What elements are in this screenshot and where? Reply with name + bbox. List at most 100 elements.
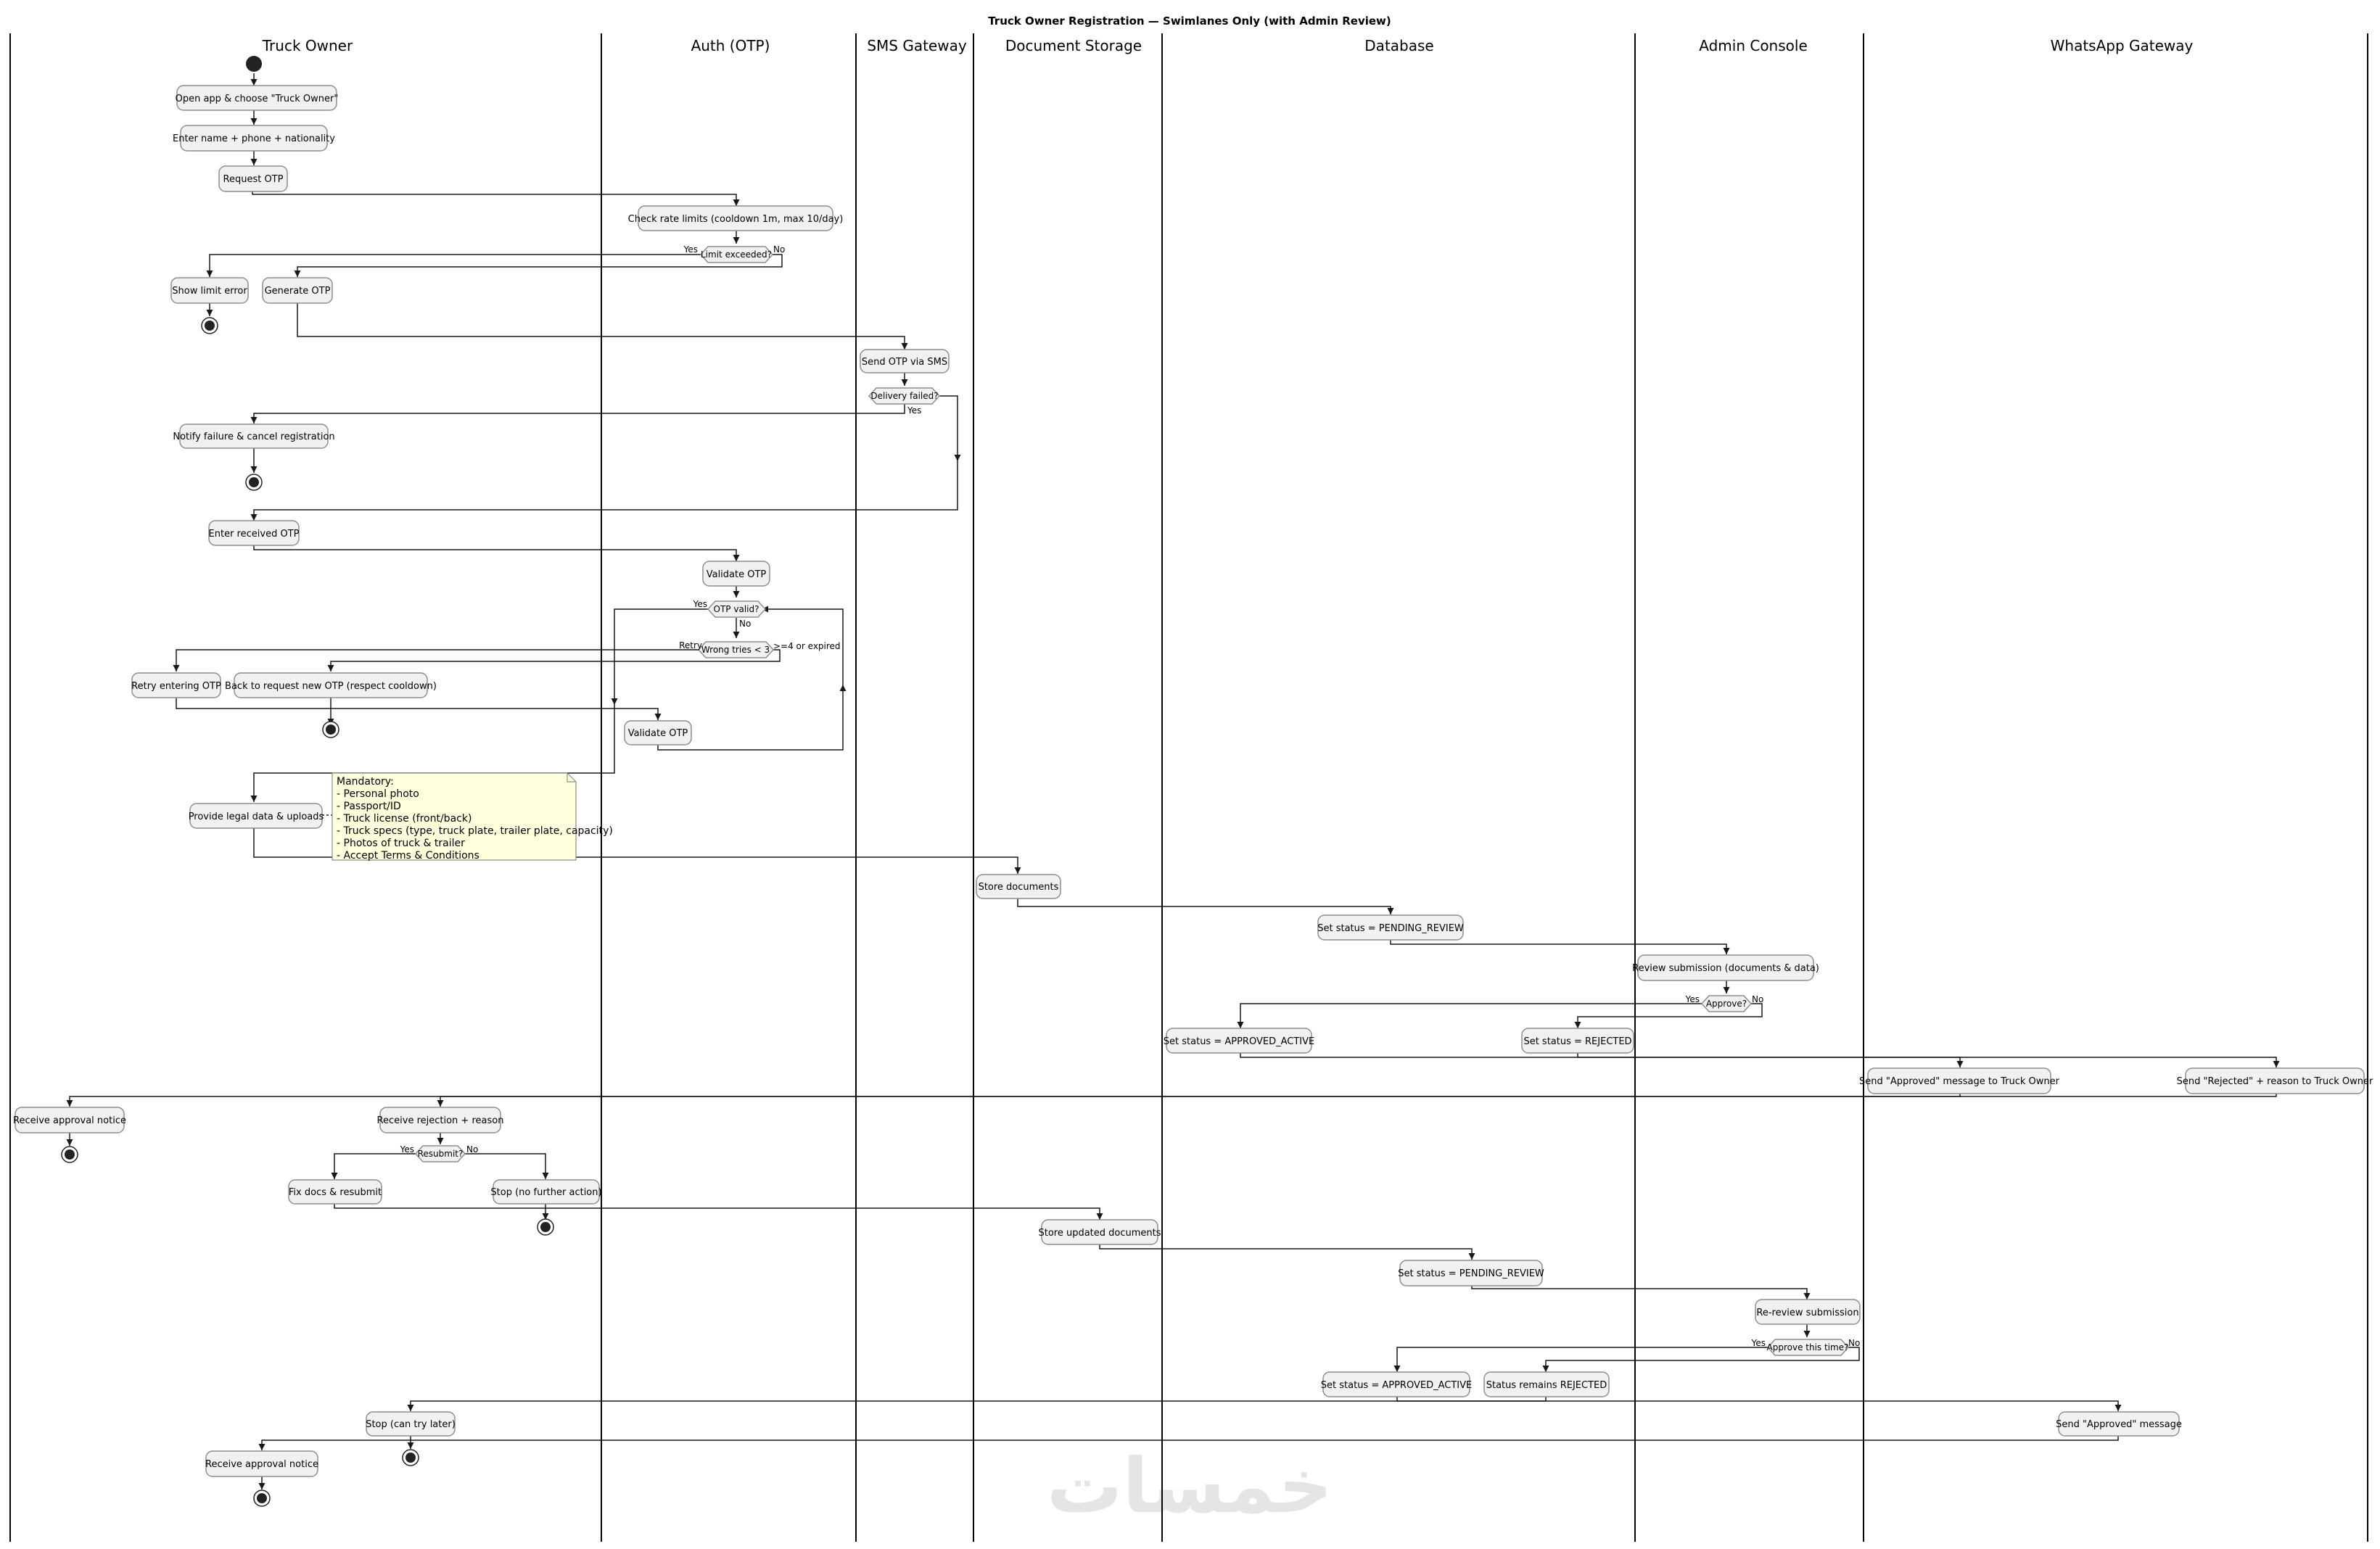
lane-title-auth-otp: Auth (OTP): [691, 37, 770, 54]
node-label: Show limit error: [172, 286, 247, 297]
branch-label-no: No: [773, 244, 785, 255]
branch-label-yes: Yes: [907, 405, 921, 416]
decision-label: OTP valid?: [714, 604, 759, 614]
note-line: - Personal photo: [337, 788, 419, 800]
swimlane-separators: [9, 33, 2368, 1542]
node-label: Provide legal data & uploads: [189, 811, 324, 822]
end-node: [322, 721, 339, 738]
watermark-text: خمسات: [1047, 1442, 1333, 1530]
activity-node-send-rejected-message: Send "Rejected" + reason to Truck Owner: [2177, 1067, 2373, 1094]
activity-node-status-remains-rejected: Status remains REJECTED: [1483, 1371, 1610, 1397]
branch-label-no: No: [1848, 1338, 1860, 1348]
activity-node-retry-entering-otp: Retry entering OTP: [131, 672, 221, 698]
activity-node-validate-otp-second: Validate OTP: [624, 720, 692, 745]
activity-node-generate-otp: Generate OTP: [262, 277, 333, 304]
node-label: Open app & choose "Truck Owner": [176, 94, 339, 104]
node-label: Enter name + phone + nationality: [173, 133, 335, 144]
node-label: Validate OTP: [628, 728, 688, 739]
activity-node-set-pending-review: Set status = PENDING_REVIEW: [1317, 914, 1464, 941]
activity-node-send-approved-message-second: Send "Approved" message: [2056, 1411, 2182, 1437]
decision-limit-exceeded: Limit exceeded?: [699, 246, 774, 263]
branch-labels: Yes No Yes Yes No Retry >=4 or expired Y…: [400, 244, 1861, 1348]
activity-node-provide-legal-data: Provide legal data & uploads: [189, 803, 324, 829]
end-node: [537, 1218, 554, 1236]
node-label: Set status = APPROVED_ACTIVE: [1321, 1380, 1472, 1391]
mandatory-uploads-note: Mandatory: - Personal photo - Passport/I…: [322, 772, 613, 862]
end-node: [61, 1146, 78, 1163]
activity-node-receive-rejection: Receive rejection + reason: [377, 1107, 504, 1133]
branch-label-no: No: [466, 1144, 478, 1154]
lane-title-whatsapp-gateway: WhatsApp Gateway: [2051, 37, 2194, 54]
activity-node-fix-docs-resubmit: Fix docs & resubmit: [288, 1179, 382, 1205]
node-label: Receive rejection + reason: [377, 1115, 504, 1126]
end-node: [245, 474, 263, 491]
activity-node-notify-failure: Notify failure & cancel registration: [173, 424, 335, 449]
decision-label: Wrong tries < 3: [701, 645, 770, 655]
activity-node-re-review-submission: Re-review submission: [1755, 1299, 1861, 1325]
node-label: Send OTP via SMS: [862, 357, 947, 368]
branch-label-no: No: [739, 619, 751, 629]
decision-label: Resubmit?: [418, 1149, 464, 1159]
note-line: - Photos of truck & trailer: [337, 838, 465, 849]
activity-node-set-approved-active-second: Set status = APPROVED_ACTIVE: [1321, 1371, 1472, 1397]
end-node: [253, 1490, 271, 1507]
note-line: - Accept Terms & Conditions: [337, 850, 479, 862]
end-node: [201, 317, 218, 334]
decision-label: Approve?: [1706, 999, 1747, 1009]
note-line: - Truck license (front/back): [337, 813, 472, 825]
activity-node-stop-can-try-later: Stop (can try later): [366, 1411, 456, 1437]
activity-node-enter-name: Enter name + phone + nationality: [173, 125, 335, 152]
node-label: Send "Rejected" + reason to Truck Owner: [2177, 1076, 2373, 1087]
activity-node-request-otp: Request OTP: [218, 165, 288, 192]
node-label: Retry entering OTP: [131, 681, 221, 692]
node-label: Set status = APPROVED_ACTIVE: [1164, 1036, 1314, 1047]
node-label: Receive approval notice: [13, 1115, 126, 1126]
activity-node-validate-otp: Validate OTP: [702, 561, 770, 587]
activity-node-store-updated-documents: Store updated documents: [1038, 1219, 1161, 1245]
lane-title-database: Database: [1364, 37, 1433, 54]
node-label: Status remains REJECTED: [1486, 1380, 1607, 1391]
decision-approve-this-time: Approve this time?: [1767, 1339, 1850, 1356]
node-label: Set status = PENDING_REVIEW: [1317, 923, 1464, 934]
node-label: Notify failure & cancel registration: [173, 431, 334, 442]
node-label: Set status = PENDING_REVIEW: [1398, 1268, 1544, 1279]
activity-node-set-rejected: Set status = REJECTED: [1521, 1028, 1634, 1054]
branch-label-yes: Yes: [1685, 994, 1700, 1004]
node-label: Fix docs & resubmit: [289, 1187, 382, 1198]
decision-resubmit: Resubmit?: [414, 1145, 466, 1162]
node-label: Stop (can try later): [366, 1419, 456, 1430]
activity-node-open-app: Open app & choose "Truck Owner": [176, 85, 339, 111]
decision-wrong-tries: Wrong tries < 3: [697, 641, 775, 658]
activity-node-stop-no-further-action: Stop (no further action): [490, 1179, 602, 1205]
node-label: Receive approval notice: [205, 1459, 318, 1470]
decision-label: Limit exceeded?: [701, 249, 772, 260]
node-label: Validate OTP: [707, 569, 767, 580]
decision-label: Approve this time?: [1767, 1342, 1849, 1352]
branch-label-yes: Yes: [1751, 1338, 1766, 1348]
branch-label-yes: Yes: [400, 1144, 414, 1154]
lane-title-sms-gateway: SMS Gateway: [867, 37, 967, 54]
activity-node-receive-approval-notice: Receive approval notice: [13, 1107, 126, 1133]
node-label: Check rate limits (cooldown 1m, max 10/d…: [628, 214, 844, 225]
branch-label-yes: Yes: [683, 244, 698, 255]
node-label: Review submission (documents & data): [1632, 963, 1819, 974]
activity-node-receive-approval-notice-second: Receive approval notice: [205, 1450, 318, 1477]
node-label: Re-review submission: [1756, 1308, 1858, 1318]
start-node: [246, 56, 262, 72]
node-label: Back to request new OTP (respect cooldow…: [225, 681, 437, 692]
branch-label-yes: Yes: [693, 599, 707, 609]
note-line: Mandatory:: [337, 776, 394, 788]
node-label: Generate OTP: [265, 286, 331, 297]
branch-label-no: No: [1752, 994, 1763, 1004]
start-end-markers: [61, 56, 554, 1507]
node-label: Store documents: [979, 882, 1059, 893]
lane-title-admin-console: Admin Console: [1699, 37, 1808, 54]
branch-label-expired: >=4 or expired: [773, 641, 841, 651]
activity-node-set-pending-review-second: Set status = PENDING_REVIEW: [1398, 1260, 1544, 1286]
activity-node-back-to-request: Back to request new OTP (respect cooldow…: [225, 672, 437, 698]
node-label: Stop (no further action): [490, 1187, 601, 1198]
flow-edges: [66, 73, 2280, 1490]
lane-title-document-storage: Document Storage: [1005, 37, 1142, 54]
activity-node-review-submission: Review submission (documents & data): [1632, 954, 1819, 981]
